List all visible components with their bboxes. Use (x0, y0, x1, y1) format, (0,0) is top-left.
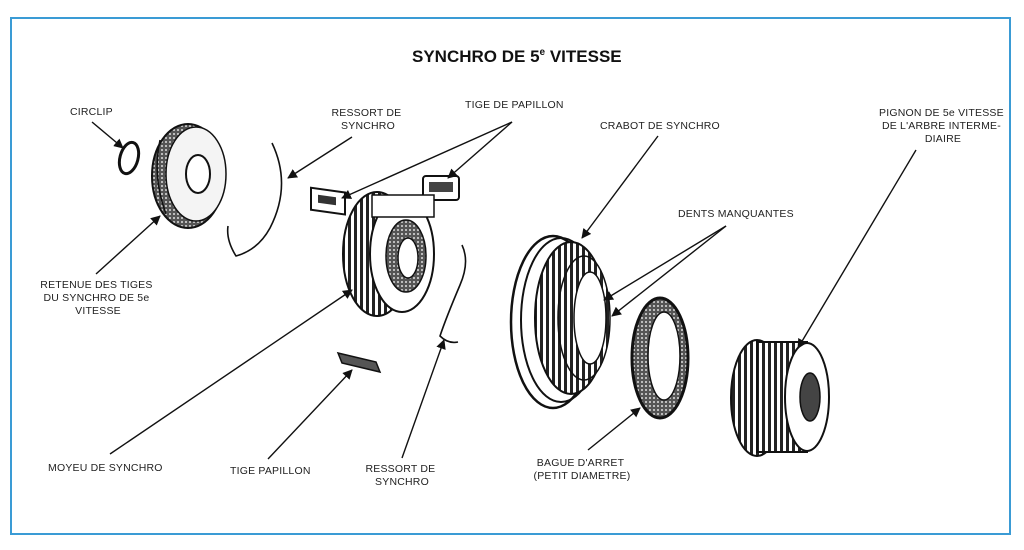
crabot-part (509, 234, 611, 410)
leader-tige-papillon (267, 369, 353, 460)
diagram-title: SYNCHRO DE 5e VITESSE (412, 47, 622, 66)
label-tige-de-papillon: TIGE DE PAPILLON (465, 99, 564, 111)
leader-ressort-bottom (401, 339, 446, 459)
leader-retenue (95, 215, 161, 275)
leader-circlip (91, 121, 124, 149)
pignon-part (730, 339, 830, 457)
moyeu-hub-part (342, 191, 435, 317)
ressort-top-part (226, 142, 283, 257)
tige-block-right-part (422, 175, 460, 201)
leader-tige-right (447, 121, 513, 179)
label-ressort-top: RESSORT DE SYNCHRO (331, 107, 404, 132)
label-moyeu: MOYEU DE SYNCHRO (48, 462, 163, 474)
label-crabot: CRABOT DE SYNCHRO (600, 120, 720, 132)
leader-crabot (581, 135, 659, 239)
leader-moyeu (109, 289, 353, 455)
leader-bague (587, 407, 641, 451)
label-dents-manquantes: DENTS MANQUANTES (678, 208, 794, 220)
retenue-disc-part (151, 123, 227, 229)
circlip-part (117, 140, 141, 176)
label-ressort-bottom: RESSORT DE SYNCHRO (365, 463, 438, 488)
label-tige-papillon: TIGE PAPILLON (230, 465, 311, 477)
leader-tige-left (341, 121, 513, 199)
bague-arret-part (630, 296, 690, 420)
leader-ressort-top (287, 136, 353, 179)
label-retenue: RETENUE DES TIGES DU SYNCHRO DE 5e VITES… (40, 279, 155, 317)
tige-papillon-bottom-part (336, 351, 382, 374)
label-circlip: CIRCLIP (70, 106, 113, 118)
label-pignon: PIGNON DE 5e VITESSE DE L'ARBRE INTERME-… (879, 107, 1007, 145)
leader-dents-1 (603, 225, 727, 301)
leader-pignon (797, 149, 917, 349)
ressort-bottom-part (439, 244, 467, 344)
diagram-frame (10, 17, 1011, 535)
label-bague-arret: BAGUE D'ARRET (PETIT DIAMETRE) (534, 457, 631, 482)
tige-block-left-part (310, 186, 346, 216)
leader-dents-2 (611, 225, 727, 317)
